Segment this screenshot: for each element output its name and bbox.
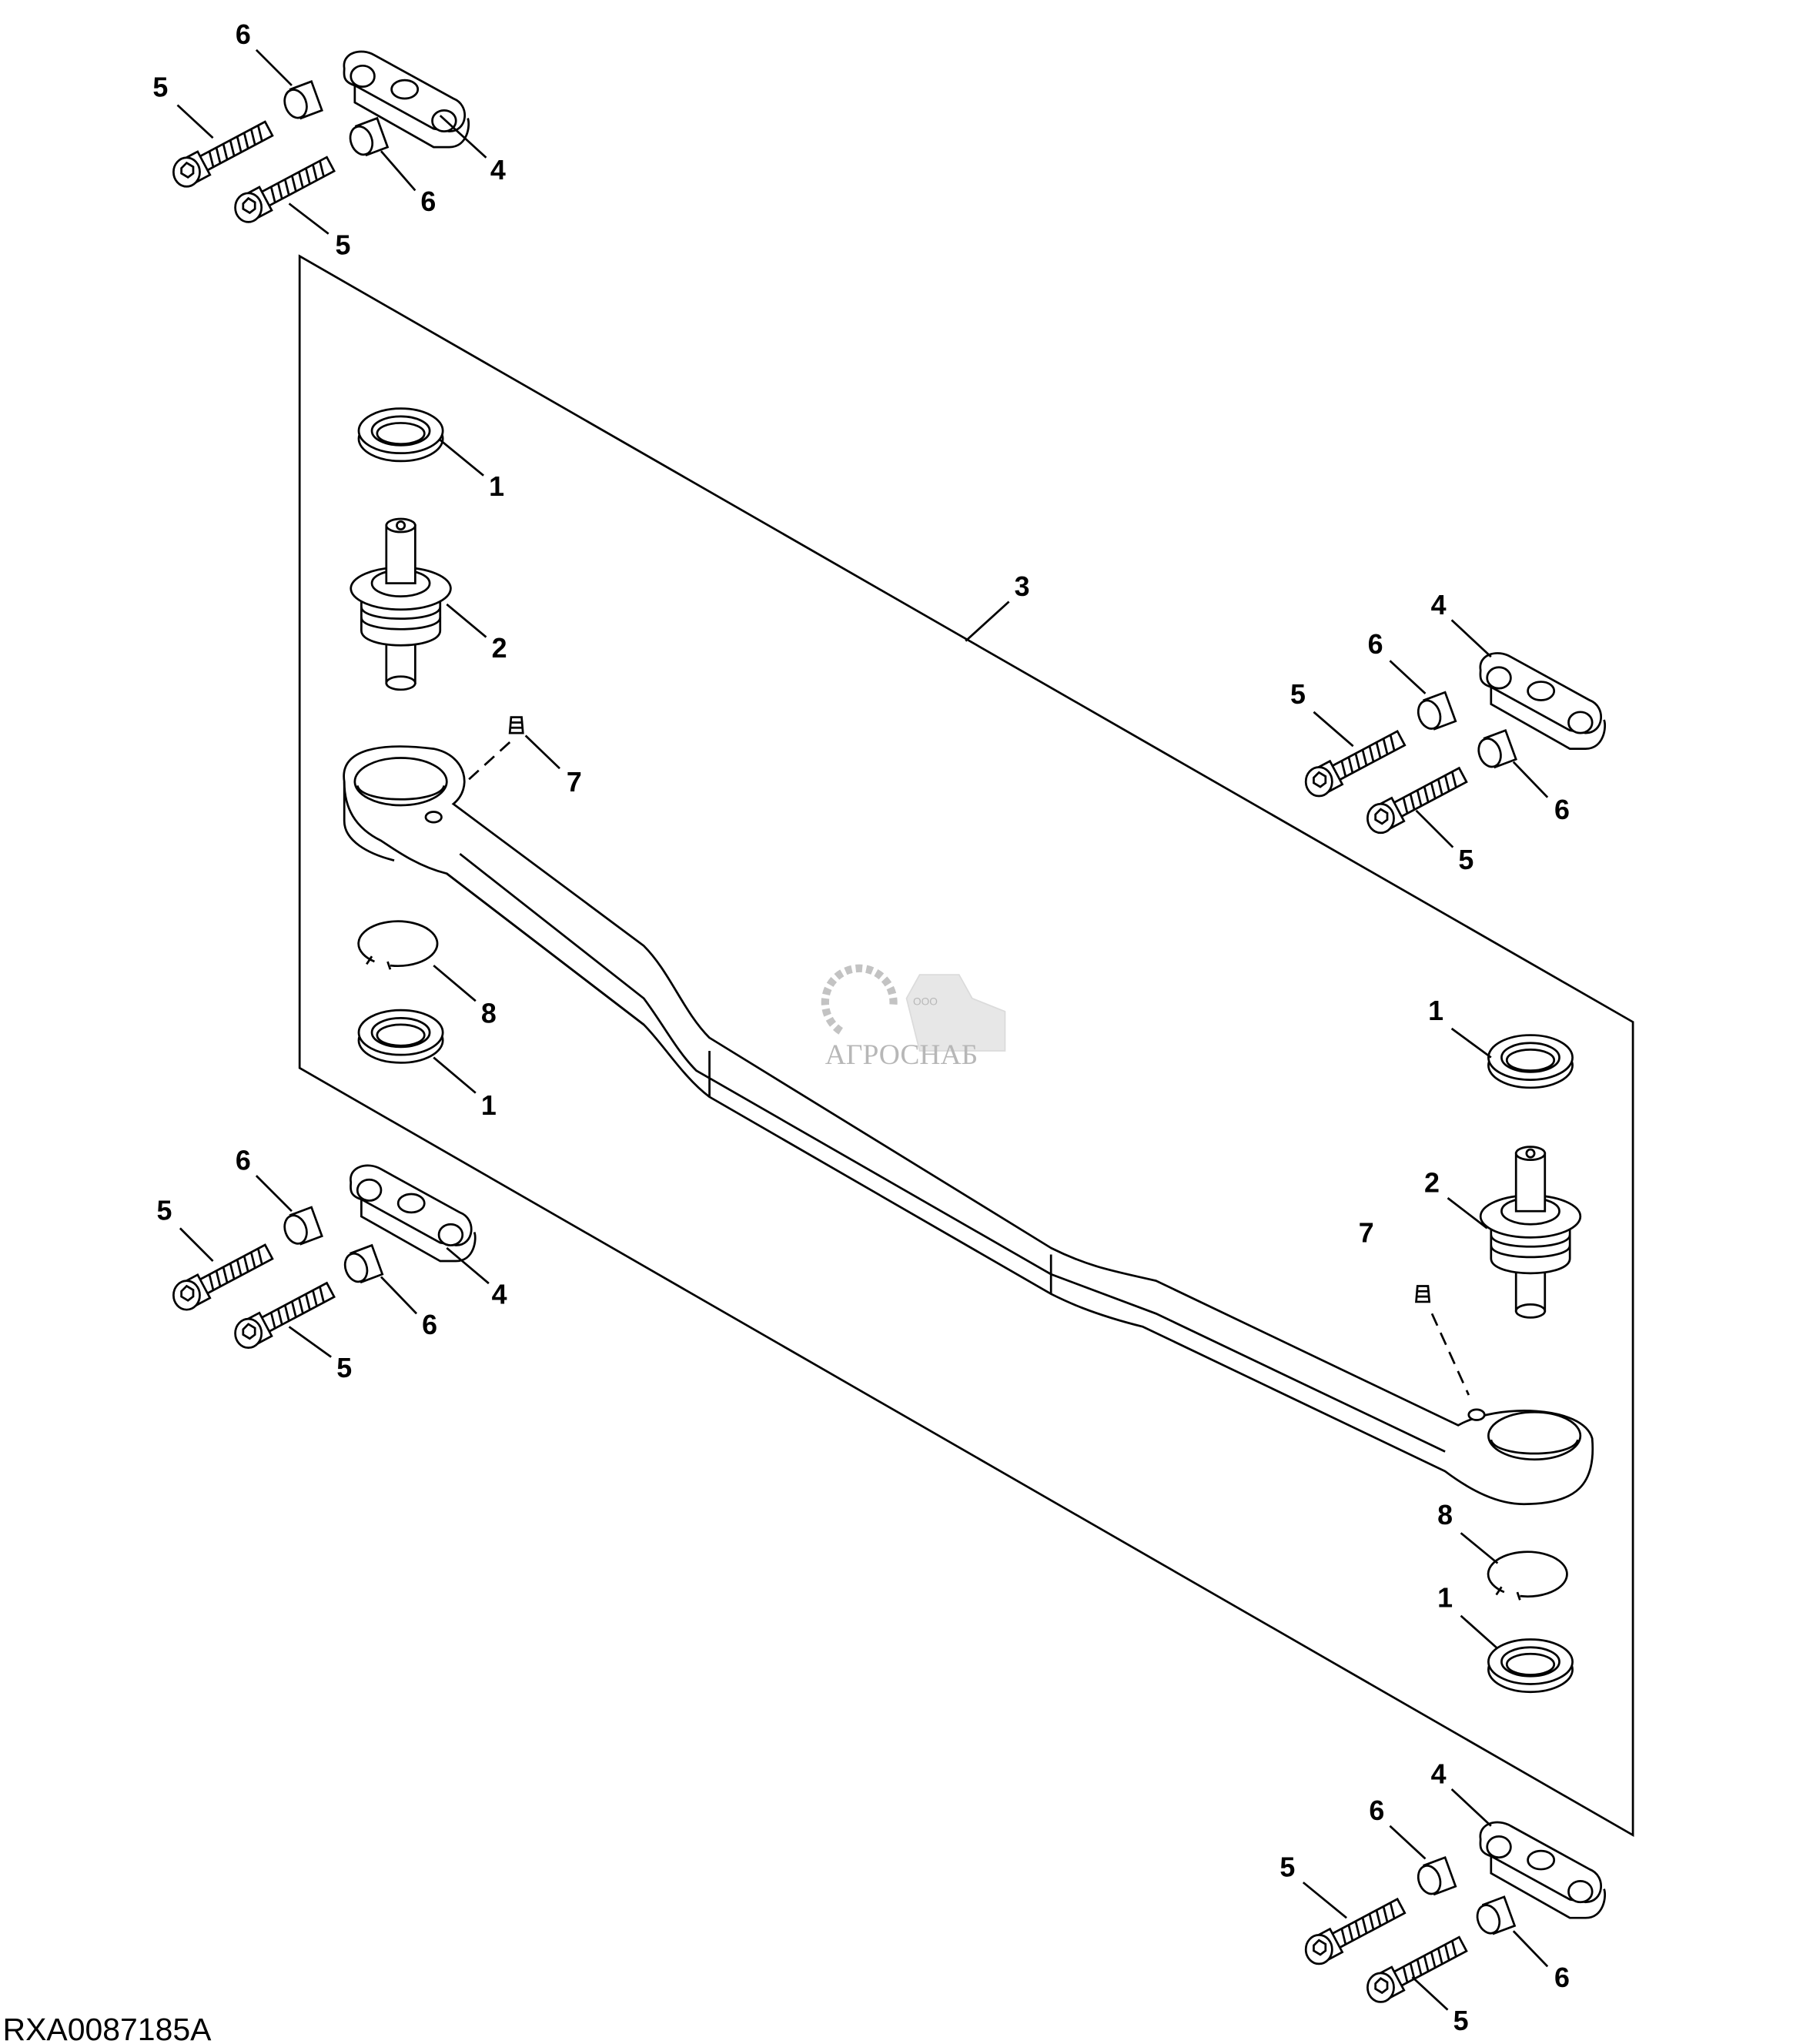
callout-6: 6 — [420, 186, 436, 217]
callout-1: 1 — [489, 471, 504, 502]
bushing — [1413, 691, 1457, 733]
callout-5: 5 — [152, 72, 168, 102]
grease-fitting — [1415, 1285, 1430, 1303]
callout-6: 6 — [236, 19, 251, 50]
callout-5: 5 — [156, 1195, 172, 1226]
cap-screw — [172, 115, 276, 188]
seal — [357, 407, 444, 463]
callout-5: 5 — [1279, 1852, 1295, 1883]
tie-rod — [343, 745, 1594, 1506]
cap-screw — [234, 151, 338, 223]
cap-screw — [172, 1239, 276, 1311]
kit-outline — [298, 254, 1634, 1838]
fitting-dash — [1430, 1313, 1470, 1396]
watermark-name: АГРОСНАБ — [825, 1039, 978, 1071]
callout-5: 5 — [1290, 679, 1306, 710]
cap-screw — [1304, 725, 1409, 798]
bushing — [1413, 1856, 1457, 1898]
ball-joint — [350, 517, 452, 691]
snap-ring — [357, 920, 439, 971]
bushing — [1472, 1895, 1516, 1938]
seal — [1487, 1034, 1574, 1089]
callout-8: 8 — [1437, 1500, 1453, 1530]
leader-lines — [176, 49, 1549, 2011]
grease-fitting — [508, 716, 524, 734]
callout-5: 5 — [1453, 2006, 1469, 2036]
callout-2: 2 — [492, 633, 507, 664]
callouts: 6 5 4 6 5 1 3 2 7 8 1 4 6 5 6 5 1 2 7 8 … — [152, 19, 1570, 2036]
callout-6: 6 — [236, 1146, 251, 1176]
bushing — [1473, 729, 1517, 771]
cap-screw — [1366, 1931, 1470, 2003]
seal — [357, 1009, 444, 1064]
callout-1: 1 — [481, 1090, 497, 1121]
callout-7: 7 — [1359, 1217, 1374, 1248]
callout-3: 3 — [1015, 571, 1030, 602]
bushing — [340, 1244, 384, 1286]
bushing — [279, 1206, 323, 1248]
cap-screw — [1304, 1893, 1409, 1965]
figure-reference: RXA0087185A — [3, 2012, 212, 2044]
watermark-prefix: ООО — [913, 995, 938, 1007]
callout-6: 6 — [1368, 629, 1383, 660]
callout-4: 4 — [490, 155, 506, 186]
fitting-dash — [465, 741, 511, 783]
callout-6: 6 — [1369, 1795, 1384, 1826]
cap-screw — [1366, 762, 1470, 835]
callout-4: 4 — [1431, 590, 1447, 621]
callout-4: 4 — [1431, 1758, 1447, 1789]
callout-5: 5 — [336, 229, 351, 260]
snap-ring — [1487, 1551, 1568, 1601]
watermark-logo: ООО АГРОСНАБ — [821, 964, 1006, 1071]
callout-6: 6 — [422, 1310, 437, 1340]
callout-8: 8 — [481, 998, 497, 1029]
callout-2: 2 — [1424, 1168, 1440, 1199]
callout-1: 1 — [1428, 995, 1443, 1026]
bushing — [279, 80, 323, 122]
callout-1: 1 — [1437, 1583, 1453, 1614]
seal — [1487, 1638, 1574, 1694]
callout-5: 5 — [1458, 845, 1473, 875]
callout-6: 6 — [1554, 795, 1570, 825]
ball-joint — [1479, 1146, 1582, 1319]
callout-4: 4 — [492, 1280, 507, 1310]
cap-screw — [234, 1277, 338, 1350]
callout-6: 6 — [1554, 1962, 1570, 1993]
callout-7: 7 — [567, 767, 582, 798]
callout-5: 5 — [336, 1353, 352, 1383]
